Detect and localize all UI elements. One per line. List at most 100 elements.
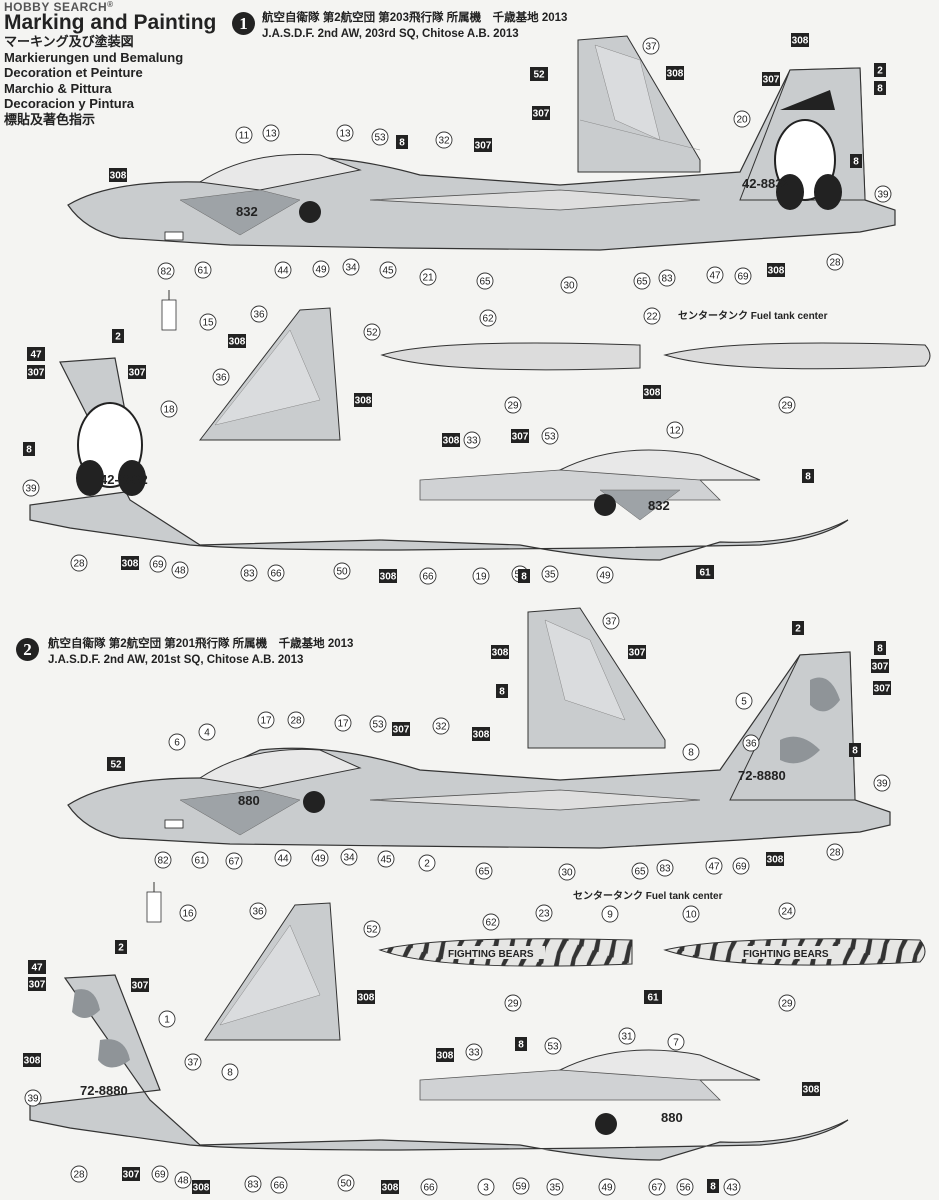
callout-circle-label: 52 bbox=[366, 328, 378, 339]
callout-circle: 12 bbox=[666, 421, 684, 439]
callout-circle: 23 bbox=[535, 904, 553, 922]
callout-circle: 49 bbox=[596, 566, 614, 584]
callout-circle: 9 bbox=[601, 905, 619, 923]
callout-circle-label: 31 bbox=[621, 1032, 633, 1043]
callout-circle: 34 bbox=[340, 848, 358, 866]
callout-circle-label: 3 bbox=[483, 1183, 489, 1194]
scheme1-header: 1 航空自衛隊 第2航空団 第203飛行隊 所属機 千歳基地 2013 J.A.… bbox=[232, 10, 567, 42]
callout-circle-label: 10 bbox=[685, 910, 697, 921]
callout-circle: 16 bbox=[179, 904, 197, 922]
callout-circle: 20 bbox=[733, 110, 751, 128]
callout-circle-label: 39 bbox=[25, 484, 37, 495]
callout-square-label: 307 bbox=[872, 662, 889, 673]
callout-square-label: 308 bbox=[355, 396, 372, 407]
callout-square-label: 307 bbox=[132, 981, 149, 992]
callout-circle: 11 bbox=[235, 126, 253, 144]
callout-circle: 50 bbox=[333, 562, 351, 580]
callout-circle: 43 bbox=[723, 1178, 741, 1196]
callout-square: 308 bbox=[442, 433, 460, 447]
callout-square-label: 307 bbox=[629, 648, 646, 659]
callout-square: 2 bbox=[112, 329, 124, 343]
callout-square: 307 bbox=[122, 1167, 140, 1181]
callout-circle-label: 49 bbox=[601, 1183, 613, 1194]
callout-circle-label: 33 bbox=[466, 436, 478, 447]
callout-square: 8 bbox=[874, 81, 886, 95]
callout-circle: 62 bbox=[482, 913, 500, 931]
callout-square-label: 8 bbox=[518, 1040, 524, 1051]
tank-text-right: FIGHTING BEARS bbox=[743, 949, 829, 960]
callout-circle: 8 bbox=[221, 1063, 239, 1081]
callout-square-label: 308 bbox=[110, 171, 127, 182]
callout-circle: 6 bbox=[168, 733, 186, 751]
scheme1-fin-bottom bbox=[198, 307, 341, 441]
callout-circle-label: 49 bbox=[599, 571, 611, 582]
callout-circle-label: 53 bbox=[372, 720, 384, 731]
callout-square: 47 bbox=[28, 960, 46, 974]
scheme2-fin-top bbox=[527, 607, 666, 749]
callout-square: 8 bbox=[496, 684, 508, 698]
callout-circle: 29 bbox=[778, 994, 796, 1012]
callout-circle-label: 35 bbox=[549, 1183, 561, 1194]
callout-circle: 35 bbox=[546, 1178, 564, 1196]
scheme2-tail-number-left: 72-8880 bbox=[738, 768, 786, 783]
callout-circle: 4 bbox=[198, 723, 216, 741]
callout-circle: 33 bbox=[465, 1043, 483, 1061]
callout-square-label: 308 bbox=[667, 69, 684, 80]
scheme1-fuel-tank-label: センタータンク Fuel tank center bbox=[678, 310, 828, 322]
callout-circle: 7 bbox=[667, 1033, 685, 1051]
callout-square: 52 bbox=[107, 757, 125, 771]
callout-circle-label: 39 bbox=[877, 190, 889, 201]
callout-square-label: 308 bbox=[803, 1085, 820, 1096]
scheme2-aircraft-side-right: 880 72-8880 bbox=[29, 974, 849, 1161]
callout-circle: 36 bbox=[212, 368, 230, 386]
callout-circle-label: 37 bbox=[645, 42, 657, 53]
callout-circle-label: 36 bbox=[253, 310, 265, 321]
callout-circle-label: 28 bbox=[73, 559, 85, 570]
callout-square: 308 bbox=[381, 1180, 399, 1194]
callout-square: 308 bbox=[228, 334, 246, 348]
callout-circle: 65 bbox=[631, 862, 649, 880]
scheme2-title-en: J.A.S.D.F. 2nd AW, 201st SQ, Chitose A.B… bbox=[48, 654, 304, 666]
callout-circle-label: 6 bbox=[174, 738, 180, 749]
callout-square: 308 bbox=[436, 1048, 454, 1062]
callout-circle-label: 47 bbox=[708, 862, 720, 873]
callout-circle: 62 bbox=[479, 309, 497, 327]
callout-circle-label: 65 bbox=[478, 867, 490, 878]
callout-circle-label: 13 bbox=[339, 129, 351, 140]
callout-circle: 33 bbox=[463, 431, 481, 449]
callout-circle: 53 bbox=[371, 128, 389, 146]
callout-circle-label: 12 bbox=[669, 426, 681, 437]
callout-square: 308 bbox=[791, 33, 809, 47]
title-italian: Marchio & Pittura bbox=[4, 80, 112, 96]
callout-circle: 32 bbox=[435, 131, 453, 149]
callout-square-label: 308 bbox=[443, 436, 460, 447]
callout-square: 308 bbox=[766, 852, 784, 866]
callout-circle: 10 bbox=[682, 905, 700, 923]
callout-square: 52 bbox=[530, 67, 548, 81]
part-15-detail bbox=[161, 290, 177, 331]
callout-circle-label: 16 bbox=[182, 909, 194, 920]
callout-circle: 28 bbox=[287, 711, 305, 729]
callout-circle: 30 bbox=[558, 863, 576, 881]
title-chinese: 標貼及著色指示 bbox=[4, 111, 96, 127]
callout-circle-label: 36 bbox=[745, 739, 757, 750]
callout-circle: 69 bbox=[151, 1165, 169, 1183]
callout-square-label: 307 bbox=[475, 141, 492, 152]
callout-square: 8 bbox=[518, 569, 530, 583]
callout-square: 308 bbox=[643, 385, 661, 399]
callout-circle-label: 83 bbox=[243, 569, 255, 580]
callout-circle-label: 66 bbox=[422, 572, 434, 583]
callout-circle: 13 bbox=[336, 124, 354, 142]
callout-circle: 37 bbox=[184, 1053, 202, 1071]
callout-square: 8 bbox=[850, 154, 862, 168]
callout-square: 8 bbox=[802, 469, 814, 483]
callout-square-label: 308 bbox=[380, 572, 397, 583]
callout-circle: 49 bbox=[598, 1178, 616, 1196]
callout-square: 307 bbox=[131, 978, 149, 992]
callout-circle: 69 bbox=[734, 267, 752, 285]
callout-square: 307 bbox=[128, 365, 146, 379]
callout-circle-label: 43 bbox=[726, 1183, 738, 1194]
callout-circle: 28 bbox=[826, 843, 844, 861]
callout-circle: 82 bbox=[154, 851, 172, 869]
